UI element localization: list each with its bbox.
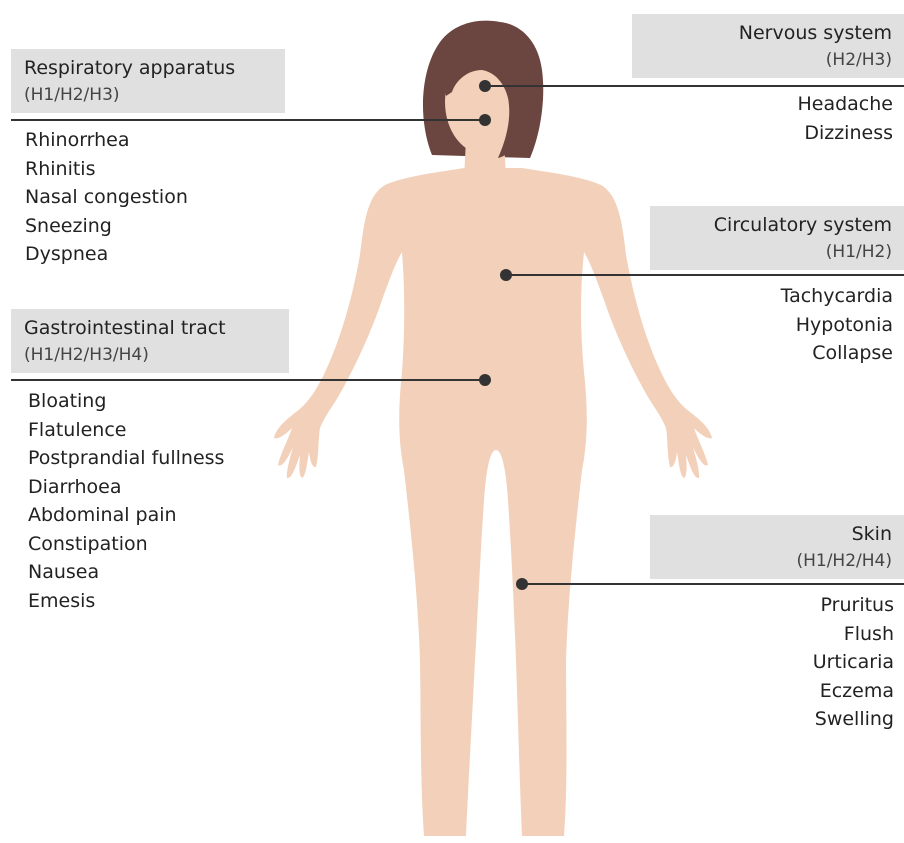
symptom-item: Emesis xyxy=(28,587,289,616)
symptom-item: Collapse xyxy=(650,339,893,368)
symptom-item: Flush xyxy=(650,620,894,649)
symptom-item: Pruritus xyxy=(650,591,894,620)
symptom-item: Eczema xyxy=(650,677,894,706)
skin-symptom-list: Pruritus Flush Urticaria Eczema Swelling xyxy=(650,591,904,734)
gastrointestinal-marker xyxy=(479,374,491,386)
symptom-item: Nasal congestion xyxy=(25,183,285,212)
symptom-item: Abdominal pain xyxy=(28,501,289,530)
respiratory-header: Respiratory apparatus (H1/H2/H3) xyxy=(11,49,285,113)
circulatory-codes: (H1/H2) xyxy=(662,239,892,265)
symptom-item: Rhinitis xyxy=(25,155,285,184)
symptom-item: Dyspnea xyxy=(25,240,285,269)
symptom-item: Dizziness xyxy=(632,119,893,148)
symptom-item: Flatulence xyxy=(28,416,289,445)
gastrointestinal-header: Gastrointestinal tract (H1/H2/H3/H4) xyxy=(11,309,289,373)
symptom-item: Rhinorrhea xyxy=(25,126,285,155)
symptom-item: Nausea xyxy=(28,558,289,587)
respiratory-codes: (H1/H2/H3) xyxy=(24,82,273,108)
skin-header: Skin (H1/H2/H4) xyxy=(650,515,904,579)
symptom-item: Tachycardia xyxy=(650,282,893,311)
gastrointestinal-symptom-list: Bloating Flatulence Postprandial fullnes… xyxy=(11,387,289,615)
circulatory-group: Circulatory system (H1/H2) Tachycardia H… xyxy=(650,206,904,368)
circulatory-header: Circulatory system (H1/H2) xyxy=(650,206,904,270)
skin-group: Skin (H1/H2/H4) Pruritus Flush Urticaria… xyxy=(650,515,904,734)
gastrointestinal-codes: (H1/H2/H3/H4) xyxy=(24,342,277,368)
symptom-item: Diarrhoea xyxy=(28,473,289,502)
skin-marker xyxy=(516,578,528,590)
symptom-item: Bloating xyxy=(28,387,289,416)
skin-codes: (H1/H2/H4) xyxy=(662,548,892,574)
gastrointestinal-group: Gastrointestinal tract (H1/H2/H3/H4) Blo… xyxy=(11,309,289,615)
skin-title: Skin xyxy=(662,521,892,548)
symptom-item: Urticaria xyxy=(650,648,894,677)
nervous-header: Nervous system (H2/H3) xyxy=(632,14,904,78)
symptom-item: Hypotonia xyxy=(650,311,893,340)
nervous-codes: (H2/H3) xyxy=(644,47,892,73)
symptom-item: Swelling xyxy=(650,705,894,734)
nervous-marker xyxy=(479,80,491,92)
respiratory-symptom-list: Rhinorrhea Rhinitis Nasal congestion Sne… xyxy=(11,126,285,269)
respiratory-group: Respiratory apparatus (H1/H2/H3) Rhinorr… xyxy=(11,49,285,269)
circulatory-title: Circulatory system xyxy=(662,212,892,239)
respiratory-title: Respiratory apparatus xyxy=(24,55,273,82)
circulatory-symptom-list: Tachycardia Hypotonia Collapse xyxy=(650,282,904,368)
symptom-item: Postprandial fullness xyxy=(28,444,289,473)
nervous-title: Nervous system xyxy=(644,20,892,47)
nervous-group: Nervous system (H2/H3) Headache Dizzines… xyxy=(632,14,904,147)
circulatory-marker xyxy=(500,269,512,281)
gastrointestinal-title: Gastrointestinal tract xyxy=(24,315,277,342)
symptom-item: Sneezing xyxy=(25,212,285,241)
nervous-symptom-list: Headache Dizziness xyxy=(632,90,904,147)
symptom-item: Headache xyxy=(632,90,893,119)
symptom-item: Constipation xyxy=(28,530,289,559)
respiratory-marker xyxy=(479,114,491,126)
